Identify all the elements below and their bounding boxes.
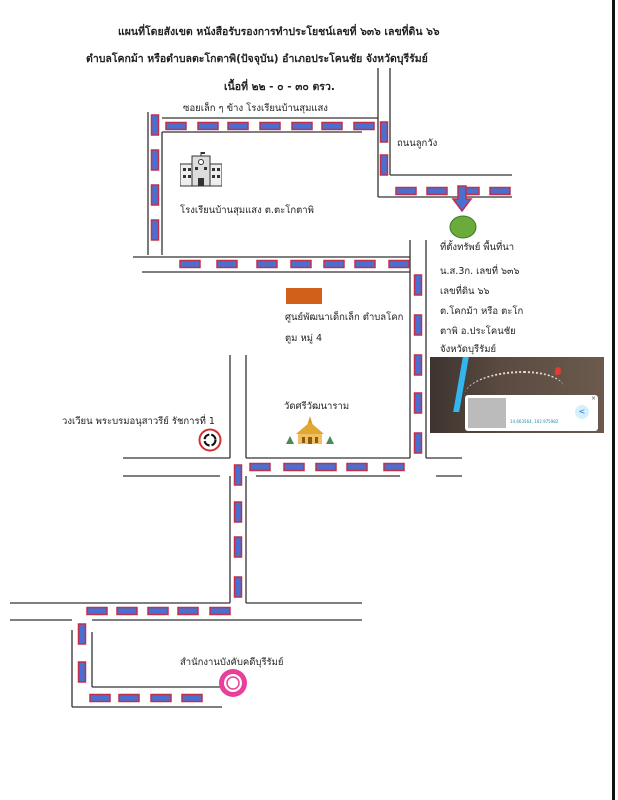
- childcenter-label-1: ศูนย์พัฒนาเด็กเล็ก ตำบลโคก: [285, 312, 404, 323]
- road-label: ถนนลูกวัง: [397, 138, 438, 149]
- road-center-dash: [259, 121, 281, 131]
- map-info-card: 14.663564, 102.975982 < ×: [465, 395, 598, 431]
- road-center-dash: [165, 121, 187, 131]
- road-center-dash: [379, 154, 389, 176]
- road-center-dash: [150, 149, 160, 171]
- road-center-dash: [233, 464, 243, 486]
- property-line-4: ต.โคกม้า หรือ ตะโก: [440, 306, 524, 317]
- school-icon: [180, 152, 222, 187]
- title-line-2: ตำบลโคกม้า หรือตำบลตะโกตาพิ(ปัจจุบัน) อำ…: [86, 53, 428, 65]
- road-center-dash: [150, 693, 172, 703]
- area-text: เนื้อที่ ๒๒ - ๐ - ๓๐ ตรว.: [224, 81, 335, 93]
- road-center-dash: [249, 462, 271, 472]
- road-center-dash: [118, 693, 140, 703]
- road-center-dash: [150, 184, 160, 206]
- road-center-dash: [147, 606, 169, 616]
- road-center-dash: [150, 219, 160, 241]
- road-center-dash: [388, 259, 410, 269]
- property-location-marker: [449, 215, 477, 239]
- road-center-dash: [233, 576, 243, 598]
- road-center-dash: [413, 432, 423, 454]
- title-line-1: แผนที่โดยสังเขต หนังสือรับรองการทำประโยช…: [118, 26, 440, 38]
- road-center-dash: [283, 462, 305, 472]
- road-center-dash: [353, 121, 375, 131]
- roundabout-label: วงเวียน พระบรมอนุสาวรีย์ รัชการที่ 1: [62, 416, 215, 427]
- childcenter-label-2: ตูม หมู่ 4: [285, 333, 323, 344]
- arrow-down-icon: [451, 185, 473, 213]
- road-center-dash: [150, 114, 160, 136]
- map-route: [464, 371, 564, 413]
- property-line-6: จังหวัดบุรีรัมย์: [440, 344, 497, 355]
- road-center-dash: [179, 259, 201, 269]
- road-center-dash: [291, 121, 313, 131]
- road-center-dash: [89, 693, 111, 703]
- road-center-dash: [77, 623, 87, 645]
- road-center-dash: [177, 606, 199, 616]
- property-line-5: ตาพิ อ.ประโคนชัย: [440, 326, 516, 337]
- road-center-dash: [346, 462, 368, 472]
- road-center-dash: [227, 121, 249, 131]
- map-pin-icon: [555, 367, 561, 375]
- temple-label: วัดศรีวัฒนาราม: [284, 401, 350, 412]
- road-center-dash: [233, 501, 243, 523]
- road-center-dash: [354, 259, 376, 269]
- office-seal-icon: [219, 669, 247, 697]
- road-center-dash: [290, 259, 312, 269]
- soi-label: ซอยเล็ก ๆ ข้าง โรงเรียนบ้านสุมแสง: [183, 103, 328, 114]
- share-icon: <: [575, 405, 589, 419]
- road-center-dash: [413, 274, 423, 296]
- road-center-dash: [116, 606, 138, 616]
- road-center-dash: [315, 462, 337, 472]
- road-center-dash: [321, 121, 343, 131]
- road-center-dash: [323, 259, 345, 269]
- road-center-dash: [426, 186, 448, 196]
- school-label: โรงเรียนบ้านสุมแสง ต.ตะโกตาพิ: [180, 205, 314, 216]
- road-center-dash: [216, 259, 238, 269]
- road-center-dash: [233, 536, 243, 558]
- property-line-2: น.ส.3ก. เลขที่ ๖๓๖: [440, 266, 520, 277]
- map-coords: 14.663564, 102.975982: [510, 419, 559, 424]
- road-center-dash: [489, 186, 511, 196]
- road-center-dash: [181, 693, 203, 703]
- satellite-map-thumbnail: 14.663564, 102.975982 < ×: [430, 357, 604, 433]
- map-place-thumbnail: [468, 398, 506, 428]
- road-center-dash: [413, 314, 423, 336]
- road-center-dash: [413, 354, 423, 376]
- office-label: สำนักงานบังคับคดีบุรีรัมย์: [180, 657, 284, 668]
- road-center-dash: [379, 121, 389, 143]
- road-center-dash: [413, 392, 423, 414]
- childcenter-marker: [286, 288, 322, 304]
- close-icon: ×: [591, 395, 597, 402]
- road-center-dash: [395, 186, 417, 196]
- temple-icon: [286, 416, 334, 444]
- page-border: [612, 0, 615, 800]
- road-center-dash: [256, 259, 278, 269]
- roundabout-icon: [198, 428, 222, 452]
- property-line-3: เลขที่ดิน ๖๖: [440, 286, 490, 297]
- road-center-dash: [86, 606, 108, 616]
- road-center-dash: [77, 661, 87, 683]
- road-center-dash: [209, 606, 231, 616]
- road-center-dash: [197, 121, 219, 131]
- property-line-1: ที่ตั้งทรัพย์ พื้นที่นา: [440, 242, 515, 253]
- road-center-dash: [383, 462, 405, 472]
